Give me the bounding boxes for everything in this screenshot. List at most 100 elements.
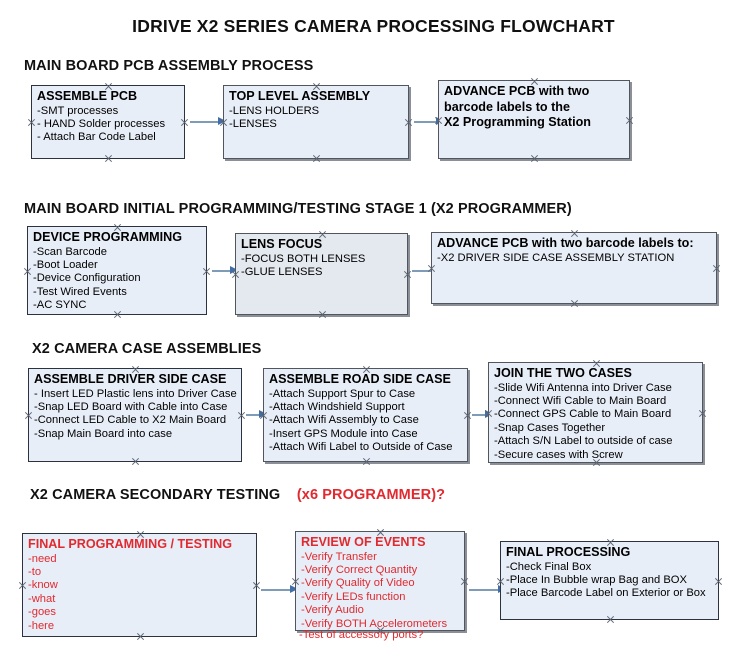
connection-handle-right[interactable] — [463, 411, 472, 420]
box-line: -goes — [28, 606, 56, 619]
connection-handle-right[interactable] — [460, 577, 469, 586]
box-title-line-3: X2 Programming Station — [444, 115, 591, 129]
box-line: -here — [28, 619, 55, 632]
box-line: - Insert LED Plastic lens into Driver Ca… — [34, 387, 237, 400]
box-line: -Insert GPS Module into Case — [269, 427, 418, 440]
box-line: -what — [28, 592, 56, 605]
box-line: -LENSES — [229, 117, 277, 130]
connector-device-programming-to-lens-focus — [212, 266, 238, 275]
connection-handle-right[interactable] — [180, 118, 189, 127]
connection-handle-bottom[interactable] — [131, 457, 140, 466]
connection-handle-bottom[interactable] — [570, 299, 579, 308]
connection-handle-right[interactable] — [403, 270, 412, 279]
box-line: -Place Barcode Label on Exterior or Box — [506, 587, 706, 600]
box-line: -LENS HOLDERS — [229, 104, 320, 117]
section-header-main-board-initial-programming: MAIN BOARD INITIAL PROGRAMMING/TESTING S… — [24, 201, 572, 217]
section-header-main-board-pcb-assembly-process: MAIN BOARD PCB ASSEMBLY PROCESS — [24, 58, 313, 74]
box-line: -Attach Wifi Assembly to Case — [269, 414, 419, 427]
box-line: -Secure cases with Screw — [494, 448, 623, 461]
box-title-line-2: barcode labels to the — [444, 99, 570, 114]
box-title: ASSEMBLE PCB — [37, 89, 138, 103]
box-line: -Snap LED Board with Cable into Case — [34, 400, 228, 413]
box-line: -Verify BOTH Accelerometers — [301, 617, 448, 630]
box-overflow-line-review-of-events: -Test of accessory ports? — [299, 629, 424, 641]
section-header-x2-camera-case-assemblies: X2 CAMERA CASE ASSEMBLIES — [32, 341, 261, 357]
box-line: -Test Wired Events — [33, 285, 127, 298]
box-line: -know — [28, 579, 58, 592]
box-line: -Connect LED Cable to X2 Main Board — [34, 414, 227, 427]
box-line: -to — [28, 565, 42, 578]
box-line: -Slide Wifi Antenna into Driver Case — [494, 381, 672, 394]
box-title: FINAL PROCESSING — [506, 545, 631, 559]
section-header-text: MAIN BOARD PCB ASSEMBLY PROCESS — [24, 58, 314, 74]
connection-handle-right[interactable] — [625, 116, 634, 125]
box-line: -Verify LEDs function — [301, 590, 406, 603]
connection-handle-bottom[interactable] — [530, 154, 539, 163]
connection-handle-left[interactable] — [24, 411, 33, 420]
box-review-of-events[interactable]: REVIEW OF EVENTS -Verify Transfer -Verif… — [295, 531, 465, 631]
box-title: ADVANCE PCB with two — [444, 84, 590, 98]
box-line: - Attach Bar Code Label — [37, 131, 156, 144]
box-assemble-road-side-case[interactable]: ASSEMBLE ROAD SIDE CASE -Attach Support … — [263, 368, 468, 462]
box-title: ADVANCE PCB with two barcode labels to: — [437, 236, 694, 250]
connection-handle-right[interactable] — [404, 118, 413, 127]
box-top-level-assembly[interactable]: TOP LEVEL ASSEMBLY -LENS HOLDERS -LENSES — [223, 85, 409, 159]
box-line: -Attach Windshield Support — [269, 400, 405, 413]
box-title: LENS FOCUS — [241, 237, 323, 251]
connection-handle-left[interactable] — [18, 581, 27, 590]
box-line: -Scan Barcode — [33, 245, 108, 258]
box-line: -Connect Wifi Cable to Main Board — [494, 394, 667, 407]
connection-handle-bottom[interactable] — [606, 615, 615, 624]
section-header-accent: (x6 PROGRAMMER)? — [296, 487, 446, 503]
box-line: -Device Configuration — [33, 272, 141, 285]
box-lens-focus[interactable]: LENS FOCUS -FOCUS BOTH LENSES -GLUE LENS… — [235, 233, 408, 315]
connection-handle-right[interactable] — [202, 267, 211, 276]
section-header-text: MAIN BOARD INITIAL PROGRAMMING/TESTING S… — [24, 201, 572, 217]
box-line: -Snap Cases Together — [494, 421, 606, 434]
connection-handle-right[interactable] — [698, 409, 707, 418]
section-header-text: X2 CAMERA SECONDARY TESTING — [30, 487, 281, 503]
page-title: IDRIVE X2 SERIES CAMERA PROCESSING FLOWC… — [132, 16, 615, 36]
box-final-processing[interactable]: FINAL PROCESSING -Check Final Box -Place… — [500, 541, 719, 620]
connection-handle-left[interactable] — [27, 118, 36, 127]
box-title: FINAL PROGRAMMING / TESTING — [28, 537, 233, 551]
box-device-programming[interactable]: DEVICE PROGRAMMING -Scan Barcode -Boot L… — [27, 226, 207, 315]
box-line: -need — [28, 552, 57, 565]
box-final-programming-testing[interactable]: FINAL PROGRAMMING / TESTING -need -to -k… — [22, 533, 257, 637]
box-title: TOP LEVEL ASSEMBLY — [229, 89, 371, 103]
connection-handle-right[interactable] — [237, 411, 246, 420]
box-title: JOIN THE TWO CASES — [494, 366, 632, 380]
box-line: - HAND Solder processes — [37, 117, 166, 130]
box-line: -Verify Quality of Video — [301, 577, 415, 590]
box-title: ASSEMBLE ROAD SIDE CASE — [269, 372, 451, 386]
connection-handle-bottom[interactable] — [318, 310, 327, 319]
box-line: -Verify Audio — [301, 604, 364, 617]
box-line: -GLUE LENSES — [241, 265, 323, 278]
box-line: -Snap Main Board into case — [34, 427, 173, 440]
box-line: -Place In Bubble wrap Bag and BOX — [506, 573, 687, 586]
box-line: -AC SYNC — [33, 299, 87, 312]
box-advance-pcb-driver-side-case[interactable]: ADVANCE PCB with two barcode labels to: … — [431, 232, 717, 304]
connection-handle-bottom[interactable] — [104, 154, 113, 163]
connection-handle-right[interactable] — [714, 577, 723, 586]
connection-handle-bottom[interactable] — [312, 154, 321, 163]
box-assemble-pcb[interactable]: ASSEMBLE PCB -SMT processes - HAND Solde… — [31, 85, 185, 159]
box-advance-pcb-programming-station[interactable]: ADVANCE PCB with two barcode labels to t… — [438, 80, 630, 159]
box-line: -X2 DRIVER SIDE CASE ASSEMBLY STATION — [437, 251, 675, 264]
box-line: -SMT processes — [37, 104, 119, 117]
box-line: -Connect GPS Cable to Main Board — [494, 408, 672, 421]
box-line: -Verify Transfer — [301, 550, 377, 563]
box-line: -Check Final Box — [506, 560, 592, 573]
connector-final-programming-to-review-of-events — [261, 585, 298, 594]
connection-handle-left[interactable] — [23, 267, 32, 276]
connection-handle-bottom[interactable] — [136, 632, 145, 641]
box-title: ASSEMBLE DRIVER SIDE CASE — [34, 372, 227, 386]
connection-handle-right[interactable] — [252, 581, 261, 590]
box-line: -Attach Support Spur to Case — [269, 387, 416, 400]
box-assemble-driver-side-case[interactable]: ASSEMBLE DRIVER SIDE CASE - Insert LED P… — [28, 368, 242, 462]
connection-handle-bottom[interactable] — [362, 457, 371, 466]
box-join-the-two-cases[interactable]: JOIN THE TWO CASES -Slide Wifi Antenna i… — [488, 362, 703, 463]
box-line: -Verify Correct Quantity — [301, 563, 418, 576]
connection-handle-right[interactable] — [712, 264, 721, 273]
